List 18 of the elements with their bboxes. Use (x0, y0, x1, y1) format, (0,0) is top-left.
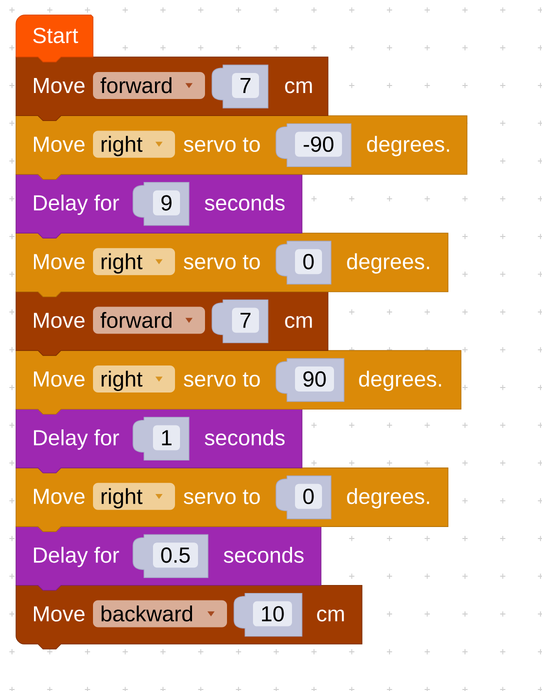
input-field: 0 (295, 484, 322, 509)
input-field: 1 (153, 425, 180, 450)
input-field: 90 (295, 366, 334, 392)
dropdown: forward (93, 72, 205, 99)
input-field: -90 (295, 132, 342, 157)
input-field: 7 (232, 73, 259, 98)
input-field: 0 (295, 249, 322, 274)
dropdown: right (93, 366, 175, 392)
input-field: 10 (253, 601, 292, 626)
input-field: 0.5 (153, 542, 198, 568)
hat-block: Start (16, 14, 94, 62)
dropdown: right (93, 248, 175, 276)
input-field: 7 (232, 308, 259, 333)
dropdown: right (93, 482, 175, 510)
input-field: 9 (153, 190, 180, 216)
dropdown: backward (93, 600, 227, 628)
dropdown: forward (93, 306, 205, 334)
dropdown: right (93, 130, 175, 158)
